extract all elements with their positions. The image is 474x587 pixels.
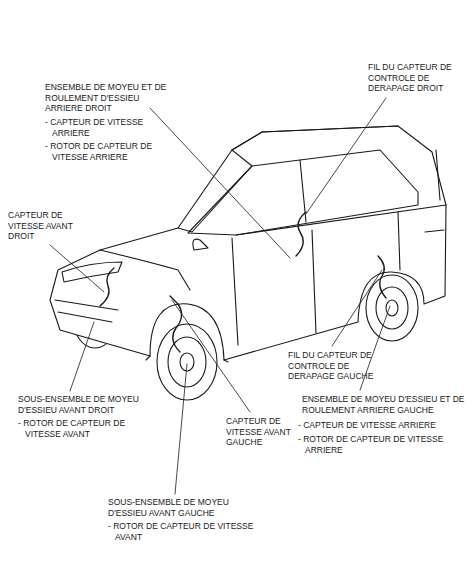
- hood-line: [100, 250, 190, 290]
- part-sub-label: - CAPTEUR DE VITESSE ARRIERE: [298, 420, 471, 431]
- belt-line: [236, 205, 446, 235]
- roof-line: [232, 126, 398, 150]
- part-label: ENSEMBLE DE MOYEU ET DE ROULEMENT D'ESSI…: [45, 82, 175, 114]
- rear-right-sensor-wire: [296, 212, 306, 256]
- windshield: [178, 150, 252, 232]
- side-windows: [188, 150, 418, 235]
- rear-left-sensor-wire: [378, 256, 386, 298]
- part-label: SOUS-ENSEMBLE DE MOYEU D'ESSIEU AVANT DR…: [18, 394, 150, 415]
- part-label: CAPTEUR DE VITESSE AVANT GAUCHE: [226, 416, 300, 448]
- rear-hatch: [425, 150, 444, 232]
- front-left-sensor-wire: [170, 296, 182, 352]
- part-label: SOUS-ENSEMBLE DE MOYEU D'ESSIEU AVANT GA…: [108, 497, 258, 518]
- part-label: FIL DU CAPTEUR DE CONTROLE DE DERAPAGE D…: [368, 62, 460, 94]
- part-label: CAPTEUR DE VITESSE AVANT DROIT: [8, 210, 74, 242]
- part-sub-label: - ROTOR DE CAPTEUR DE VITESSE AVANT: [18, 418, 157, 439]
- rear-left-rim: [376, 287, 408, 329]
- rear-left-hub: [386, 300, 398, 316]
- part-sub-label: - ROTOR DE CAPTEUR DE VITESSE ARRIERE: [298, 434, 471, 455]
- part-label: FIL DU CAPTEUR DE CONTROLE DE DERAPAGE G…: [288, 350, 390, 382]
- part-label: ENSEMBLE DE MOYEU D'ESSIEU ET DE ROULEME…: [302, 394, 468, 415]
- part-sub-label: - ROTOR DE CAPTEUR DE VITESSE AVANT: [108, 521, 265, 542]
- part-sub-label: - ROTOR DE CAPTEUR DE VITESSE ARRIERE: [45, 141, 182, 162]
- mirror: [193, 239, 208, 250]
- headlight: [62, 262, 122, 282]
- part-sub-label: - CAPTEUR DE VITESSE ARRIERE: [45, 117, 182, 138]
- front-left-wheel: [157, 324, 217, 400]
- rear-left-wheel: [366, 275, 418, 341]
- front-right-sensor-wire: [100, 268, 114, 306]
- front-bumper: [55, 300, 118, 322]
